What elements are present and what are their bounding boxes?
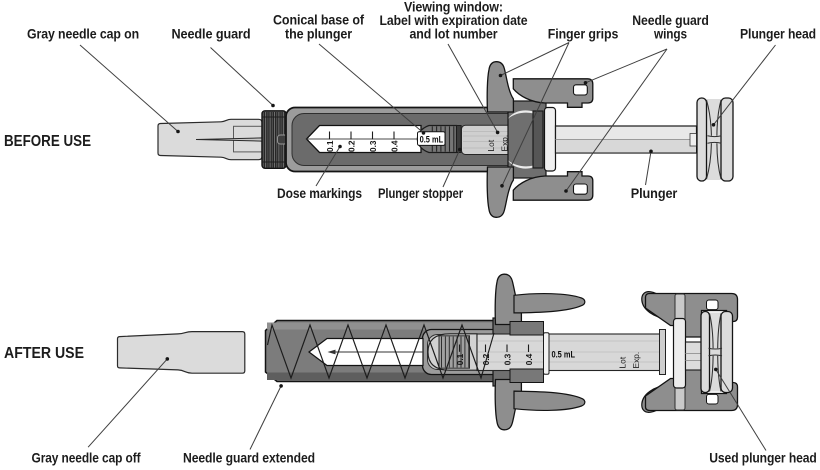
label-viewing-window-3: and lot number	[410, 27, 499, 42]
label-needle-guard: Needle guard	[172, 27, 251, 42]
dose-label: 0.3	[368, 140, 378, 152]
leader-needle-guard	[210, 47, 275, 108]
guard-rail-upper	[509, 321, 544, 336]
leader-conical-base	[318, 43, 426, 135]
grip-blade-upper	[513, 292, 586, 314]
after-backstop-disc	[672, 317, 687, 389]
leader-wings-upper	[583, 48, 668, 85]
label-plunger-stopper: Plunger stopper	[378, 186, 464, 201]
label-gray-needle-cap-on: Gray needle cap on	[27, 27, 139, 42]
leader-plunger	[645, 149, 653, 186]
leader-lines	[79, 42, 776, 451]
label-used-plunger-head: Used plunger head	[709, 451, 817, 466]
dose-labels-before: 0.1 0.2 0.3 0.4	[325, 140, 400, 152]
leader-finger-grips-upper	[498, 42, 570, 78]
used-plunger-head	[700, 310, 734, 394]
title-before-use: BEFORE USE	[4, 133, 91, 150]
label-plunger: Plunger	[631, 186, 678, 201]
wing-hole-lower	[572, 183, 588, 195]
needle-in-guard	[327, 349, 423, 355]
dose-label: 0.1	[455, 353, 465, 365]
leader-needle-guard-extended	[249, 384, 283, 450]
finger-grip-fin-lower	[486, 166, 515, 218]
dose-ticks-before	[328, 131, 395, 140]
leader-plunger-head	[711, 44, 776, 127]
dose-label: 0.4	[389, 140, 399, 152]
label-viewing-window-1: Viewing window:	[404, 0, 503, 15]
dose-volume-badge: 0.5 mL	[417, 131, 446, 146]
dose-label: 0.4	[524, 353, 534, 365]
leader-dose-markings	[315, 144, 342, 187]
exp-text: Exp.	[499, 135, 509, 152]
needle-cap-off	[116, 331, 246, 374]
leader-gray-needle-cap-off	[87, 357, 170, 448]
leader-viewing-window	[447, 43, 500, 135]
label-conical-base-1: Conical base of	[273, 13, 365, 28]
after-barrel: 0.1 0.2 0.3 0.4 0.5 mL Lot Exp.	[455, 332, 662, 375]
after-barrel-end	[659, 329, 666, 375]
label-needle-guard-wings-1: Needle guard	[632, 13, 709, 28]
label-plunger-head: Plunger head	[740, 27, 816, 42]
dose-label: 0.1	[325, 140, 335, 152]
grip-blade-lower	[513, 390, 586, 412]
lot-text: Lot	[486, 139, 496, 151]
after-dose-volume-text: 0.5 mL	[552, 350, 576, 360]
after-rod-stub	[684, 341, 703, 371]
guard-rail-lower	[509, 368, 544, 383]
dose-label: 0.2	[346, 140, 356, 152]
dose-volume-text: 0.5 mL	[420, 134, 444, 144]
leader-gray-needle-cap-on	[79, 44, 180, 134]
leader-wings-lower	[564, 48, 668, 193]
needle-guard-collar	[261, 110, 288, 170]
after-use-syringe: 0.1 0.2 0.3 0.4 0.5 mL Lot Exp.	[116, 273, 739, 431]
after-lot-text: Lot	[617, 356, 627, 368]
wing-hole-upper	[572, 84, 588, 96]
leader-plunger-stopper	[442, 147, 462, 188]
label-gray-needle-cap-off: Gray needle cap off	[32, 451, 142, 466]
after-exp-text: Exp.	[631, 352, 641, 369]
plunger-head	[696, 97, 734, 182]
before-use-syringe: 0.1 0.2 0.3 0.4 0.5 mL	[157, 61, 734, 218]
barrel-end-ring	[532, 110, 544, 169]
dose-label: 0.3	[502, 353, 512, 365]
finger-grip-fin-upper	[486, 61, 515, 113]
label-viewing-window-2: Label with expiration date	[380, 13, 529, 28]
guard-spring	[266, 322, 495, 380]
label-needle-guard-extended: Needle guard extended	[183, 451, 315, 466]
label-finger-grips: Finger grips	[548, 27, 619, 42]
label-conical-base-2: the plunger	[285, 27, 353, 42]
labels: BEFORE USE AFTER USE Gray needle cap on …	[4, 0, 817, 466]
title-after-use: AFTER USE	[4, 345, 84, 362]
label-dose-markings: Dose markings	[277, 186, 362, 201]
backstop-disc	[543, 106, 557, 172]
label-needle-guard-wings-2: wings	[653, 27, 687, 42]
leader-finger-grips-lower	[500, 42, 570, 188]
plunger-rod	[554, 125, 698, 154]
leader-used-plunger-head	[714, 367, 767, 451]
